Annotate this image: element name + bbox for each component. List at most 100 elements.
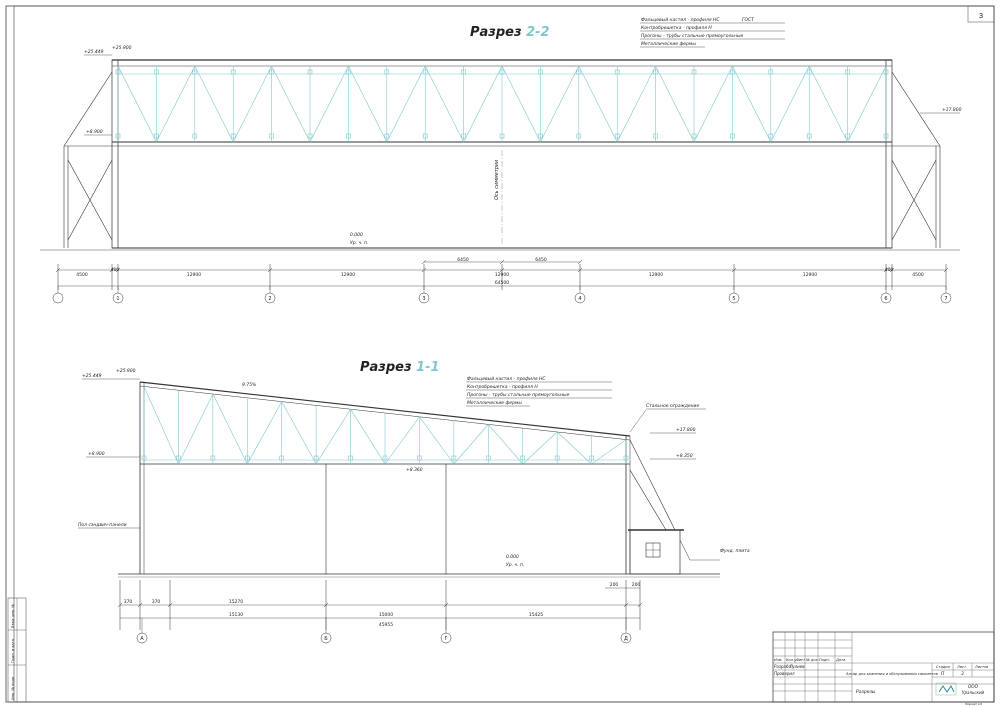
axis-label: 6 (884, 296, 887, 302)
tb-h1: Изм. (774, 658, 782, 662)
truss-diagonal (556, 431, 592, 465)
side-stamp: Взам. инв. № Подп. и дата Инв. № подл. (7, 597, 27, 703)
truss-node (461, 133, 466, 139)
tb-role2: Проверил (774, 671, 795, 676)
b-ground-label: Ур. ч. п. (506, 562, 524, 568)
truss-node (269, 133, 274, 139)
axis-bubble (880, 292, 892, 304)
truss-diagonal (143, 386, 179, 465)
tb-format: Формат А3 (965, 702, 982, 706)
tb-sheet-h: Лист (956, 665, 967, 669)
axis-label: 2 (268, 296, 271, 302)
truss-node (883, 133, 889, 139)
dim-span-2: 12900 (341, 272, 355, 278)
dim-span-5: 12900 (803, 272, 817, 278)
axis-label: Б (324, 636, 328, 642)
truss-diagonal (309, 65, 349, 143)
b-slope: 9.75% (242, 382, 256, 388)
section-1-1-dimensions (120, 587, 640, 619)
truss-node (230, 133, 236, 139)
note-deck-2: Фальцевый настил - профиля НС (467, 376, 546, 382)
dim-outer-left: 4500 (76, 272, 88, 278)
right-outrigger (891, 71, 941, 248)
b-dim-8: 200 (632, 582, 641, 588)
section-1-1-title: Разрез 1-1 (360, 360, 440, 375)
truss-web-top (115, 65, 889, 143)
dim-outer-right: 4500 (912, 272, 924, 278)
ground-label-top: Ур. ч. п. (350, 240, 368, 246)
tb-company2: Уральский (962, 690, 985, 695)
sheet-number: 3 (979, 12, 983, 20)
axis-label: 5 (732, 296, 735, 302)
b-dim-2: 370 (152, 599, 161, 605)
symmetry-axis-label: Ось симметрии (494, 159, 500, 200)
axis-bubble (440, 632, 452, 644)
truss-diagonal (578, 65, 618, 143)
truss-diagonal (419, 416, 455, 465)
axis-bubble (112, 292, 124, 304)
truss-diagonal (424, 65, 464, 143)
truss-diagonal (501, 65, 541, 143)
axis-label: 1 (116, 296, 119, 302)
truss-diagonal (463, 65, 503, 143)
truss-diagonal (591, 439, 627, 465)
truss-node (422, 133, 428, 139)
b-level-mid: +8.900 (88, 451, 105, 457)
truss-node (730, 133, 735, 139)
axis-label: 7 (944, 296, 947, 302)
truss-diagonal (212, 393, 248, 465)
truss-diagonal (384, 416, 420, 465)
section-1-1-dim-labels: 370 370 15270 15130 15000 15425 200 200 … (124, 582, 641, 628)
tb-stage-h: Стадия (936, 665, 951, 669)
truss-diagonal (847, 65, 887, 143)
b-dim-5: 15000 (379, 612, 393, 618)
truss-node (154, 133, 159, 139)
b-wall-label: Пол сэндвич-панели (78, 522, 127, 528)
tb-project: Ангар для хранения и обслуживания самоле… (845, 672, 938, 676)
section-2-2-levels: +25.449 +25.900 +8.900 +17.800 0.000 Ур.… (84, 45, 962, 246)
truss-diagonal (522, 431, 558, 465)
axis-bubble (136, 632, 148, 644)
level-mid-left: +8.900 (86, 129, 103, 135)
annex (628, 529, 720, 575)
truss-diagonal (117, 65, 157, 143)
note-purlin: Прогоны - трубы стальные прямоугольные (641, 33, 744, 39)
note-purlin-2: Прогоны - трубы стальные прямоугольные (467, 392, 570, 398)
truss-node (499, 133, 505, 139)
b-level-top2: +25.900 (116, 368, 136, 374)
stamp-c: Инв. № подл. (11, 676, 15, 700)
axis-bubble (728, 292, 740, 304)
axis-bubble (940, 292, 952, 304)
tb-company: ООО (968, 684, 979, 689)
truss-diagonal (281, 401, 317, 465)
b-dim-3: 15270 (229, 599, 243, 605)
b-dim-total: 45955 (379, 622, 393, 628)
truss-node (653, 133, 658, 139)
level-top-left: +25.449 (84, 49, 104, 55)
dim-span-1: 12900 (187, 272, 201, 278)
stamp-a: Взам. инв. № (11, 604, 15, 628)
section-1-1-levels: +25.449 +25.900 +8.900 9.75% Стальное ог… (78, 368, 750, 568)
sheet-border (5, 5, 995, 703)
truss-node (307, 133, 313, 139)
dim-half-a: 6450 (457, 257, 469, 263)
section-1-1: Разрез 1-1 Фальцевый настил - профиля НС… (78, 360, 750, 644)
tb-stage: П (941, 671, 945, 677)
axis-label: Г (444, 636, 447, 642)
truss-node (346, 133, 351, 139)
tb-h3: Лист (795, 658, 806, 662)
axis-bubble (52, 292, 64, 304)
dim-tick (577, 259, 583, 265)
tb-sheet: 3 (961, 671, 964, 677)
truss-node (576, 133, 582, 139)
truss-diagonal (808, 65, 848, 143)
note-trusses: Металлические фермы (641, 41, 696, 47)
axis-label: 4 (578, 296, 581, 302)
truss-diagonal (770, 65, 810, 143)
dim-tick (421, 259, 427, 265)
section-2-2-title: Разрез 2-2 (470, 25, 550, 40)
axis-bubble (620, 632, 632, 644)
note-deck: Фальцевый настил - профиля НС (641, 17, 720, 23)
